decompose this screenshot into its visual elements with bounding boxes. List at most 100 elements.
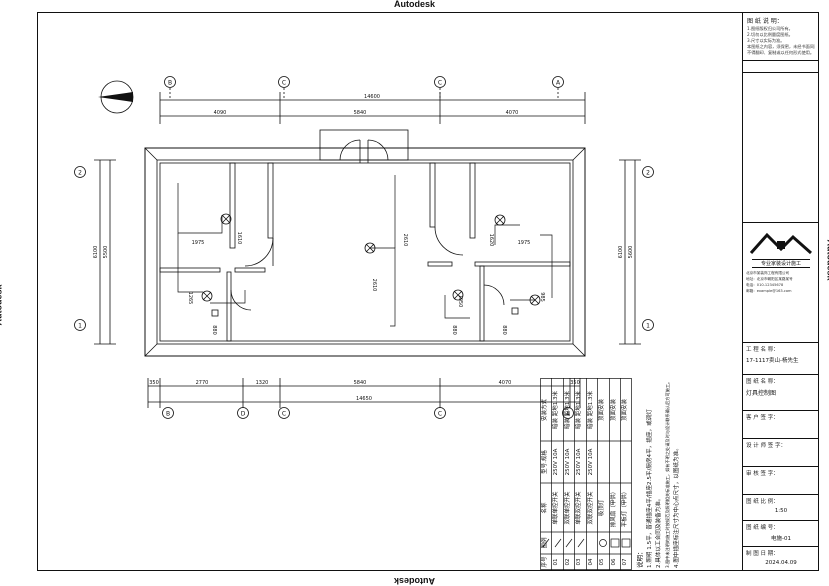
plan-label-right-room-h: 1620: [488, 234, 494, 247]
title-block-notes-title: 图 纸 说 明：: [747, 18, 783, 25]
legend-row-mount: 顶面安装: [609, 399, 617, 422]
legend-header-name: 名称: [540, 502, 548, 514]
inner-wall-2: [159, 162, 571, 342]
plan-label-left-small-1: 1265: [187, 292, 193, 305]
drawing-number-cell: 图 纸 编 号： 电施-01: [743, 520, 819, 546]
axis-right-2: 1: [646, 323, 650, 330]
legend-row-name: 双联双控开关: [586, 491, 594, 525]
legend-header-spec: 型号.规格: [540, 450, 548, 474]
legend-row-mount: 顶面安装: [620, 399, 628, 422]
legend-row-name: 单联单控开关: [551, 491, 559, 525]
project-name-label: 工 程 名 称：: [746, 347, 779, 353]
client-signature-label: 客 户 签 字：: [746, 415, 779, 421]
ceiling-light-icon: [201, 290, 213, 302]
dim-bottom-small-left: 350: [149, 380, 159, 386]
legend-row-mount: 暗装 距地1.3米: [586, 391, 594, 429]
legend-row-mount: 暗装 距地1.3米: [574, 391, 582, 429]
exhaust-fan-icon: [211, 309, 219, 317]
drawing-name-value: 灯具控制图: [746, 390, 777, 397]
switch-4-legend-icon: [577, 538, 585, 548]
date-value: 2024.04.09: [765, 560, 797, 566]
legend-header-mount: 安装方式: [540, 399, 548, 422]
legend-row-mount: 暗装 距地1.3米: [551, 391, 559, 429]
legend-row-no: 04: [588, 558, 594, 565]
company-line: 地址：北京市朝阳区某路某号: [746, 277, 793, 281]
ceiling-light-icon: [220, 213, 232, 225]
dim-left-inner: 5500: [103, 246, 109, 259]
company-line: 北京市某装饰工程有限公司: [746, 271, 790, 275]
outer-wall: [144, 147, 586, 357]
note-line-2: 2.具体以工合同及装备为准。: [654, 496, 662, 568]
note-line-1: 1.照明 1.5平，普通插座4平/插座2.5平/厨房4平，插座，或调灯: [645, 409, 653, 568]
legend-row-mount: 暗装 距地1.3米: [563, 391, 571, 429]
title-block-note: 本图纸之内容，须保密，未经书面同意，: [747, 44, 815, 49]
title-block: 图 纸 说 明： 1.图纸版权归公司所有。 2.切勿以比例量度图纸。 3.尺寸以…: [742, 12, 819, 571]
axis-top-2: C: [282, 80, 286, 87]
dim-bottom-seg-3: 5840: [354, 380, 367, 386]
exhaust-fan-legend-icon: [610, 538, 620, 548]
axis-right-1: 2: [646, 170, 650, 177]
ceiling-light-legend-icon: [599, 539, 607, 547]
exhaust-fan-icon: [511, 307, 519, 315]
legend-row-mount: 顶面安装: [597, 399, 605, 422]
scale-value: 1:50: [774, 508, 788, 514]
dim-left-total: 6100: [93, 246, 99, 259]
legend-row-name: 双联单控开关: [563, 491, 571, 525]
client-signature-cell: 客 户 签 字：: [743, 410, 819, 438]
drawing-frame: [37, 12, 819, 571]
ceiling-light-icon: [364, 242, 376, 254]
designer-signature-label: 设 计 师 签 字：: [746, 443, 786, 449]
company-logo-area: 专业家装设计施工 北京市某装饰工程有限公司 地址：北京市朝阳区某路某号 电话：0…: [743, 222, 819, 342]
drawing-number-label: 图 纸 编 号：: [746, 525, 779, 531]
legend-row-no: 05: [599, 558, 605, 565]
axis-bottom-2: D: [241, 411, 246, 418]
company-line: 电话：010-12345678: [746, 283, 784, 287]
project-name-cell: 工 程 名 称： 17-1117卖山-杨先生: [743, 342, 819, 374]
drawing-name-label: 图 纸 名 称：: [746, 379, 779, 385]
axis-top-1: B: [168, 80, 172, 87]
design-notes: 说明： 1.照明 1.5平，普通插座4平/插座2.5平/厨房4平，插座，或调灯 …: [636, 380, 680, 568]
ceiling-light-icon: [494, 214, 506, 226]
legend-row-spec: 250V 10A: [553, 448, 559, 475]
legend-row-name: 排风扇（甲供）: [609, 489, 617, 528]
reviewer-signature-cell: 审 核 签 字：: [743, 466, 819, 494]
axis-left-2: 1: [78, 323, 82, 330]
company-line: 邮箱：example@163.com: [746, 289, 792, 293]
plan-label-right-small-2: 880: [451, 325, 457, 335]
dim-bottom-seg-2: 1320: [256, 380, 269, 386]
legend-row-name: 吸顶灯: [597, 499, 605, 516]
legend-row-spec: 250V 10A: [565, 448, 571, 475]
legend-row-spec: 250V 10A: [588, 448, 594, 475]
legend-row-no: 02: [565, 559, 571, 566]
axis-bottom-1: B: [166, 411, 170, 418]
plan-label-left-room-h: 1610: [236, 232, 242, 245]
drawing-number-value: 电施-01: [771, 536, 791, 542]
plan-label-right-room: 1975: [518, 240, 531, 246]
legend-row-no: 03: [576, 558, 582, 565]
designer-signature-cell: 设 计 师 签 字：: [743, 438, 819, 466]
title-block-note: 2.切勿以比例量度图纸。: [747, 32, 793, 37]
title-block-note: 1.图纸版权归公司所有。: [747, 26, 793, 31]
legend-row-no: 06: [611, 558, 617, 565]
date-cell: 制 图 日 期： 2024.04.09: [743, 546, 819, 571]
legend-table: 序号 图例 名称 型号.规格 安装方式 01 单联单控开关 250V 10A 暗…: [540, 378, 632, 570]
axis-bottom-5: A: [566, 411, 571, 418]
panel-light-legend-icon: [621, 538, 631, 548]
plan-label-center-1: 2610: [402, 234, 408, 247]
axis-top-3: C: [438, 80, 442, 87]
scale-cell: 图 纸 比 例： 1:50: [743, 494, 819, 520]
dim-top-seg-1: 4090: [214, 110, 227, 116]
axis-top-4: A: [556, 80, 561, 87]
reviewer-signature-label: 审 核 签 字：: [746, 471, 779, 477]
title-block-note: 3.尺寸以实际为准。: [747, 38, 785, 43]
switch-2-legend-icon: [554, 538, 562, 548]
note-line-3: 3.图中未注明的施工时按规范及照明相关标准施工，如有不明之处请及时与设计联系确认…: [664, 380, 671, 568]
drawing-name-cell: 图 纸 名 称： 灯具控制图: [743, 374, 819, 410]
title-block-note: 不得翻印、复制或以任何形式使用。: [747, 50, 815, 55]
plan-label-right-small-1: 1050: [457, 295, 463, 308]
plan-label-center-2: 2610: [371, 279, 377, 292]
company-name: 专业家装设计施工: [752, 259, 810, 268]
axis-left-1: 2: [78, 170, 82, 177]
dim-top-total: 14600: [364, 94, 380, 100]
